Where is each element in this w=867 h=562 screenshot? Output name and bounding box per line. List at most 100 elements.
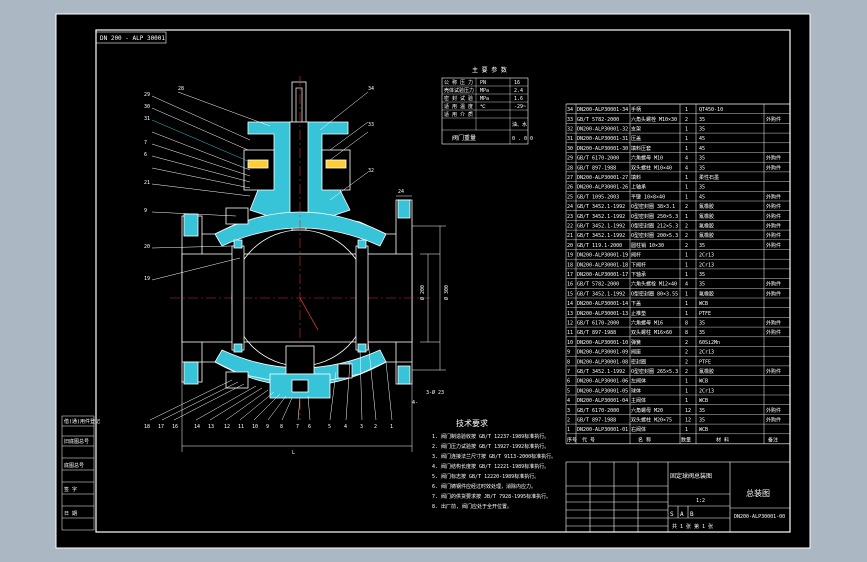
bom-cell-material: 35 <box>699 321 705 327</box>
bom-cell-note: 外购件 <box>766 232 781 239</box>
note-line: 5. 阀门标志按 GB/T 12220-1989标准执行。 <box>432 473 539 480</box>
dim-flange-width: 24 <box>398 189 404 195</box>
bom-cell-qty: 2 <box>685 224 688 230</box>
bom-cell-code: GB/T 3452.1-1992 <box>577 214 625 220</box>
bom-cell-no: 26 <box>567 185 573 191</box>
bom-cell-code: GB/T 3452.1-1992 <box>577 204 625 210</box>
bom-cell-code: GB/T 897-1988 <box>577 165 616 171</box>
bom-cell-name: 圆柱销 10×30 <box>631 242 664 249</box>
bom-cell-name: 上轴承 <box>631 184 646 191</box>
stamp-label: 旧底图总号 <box>64 438 89 445</box>
title-part-name: 固定球阀总装图 <box>670 472 712 480</box>
bom-cell-code: GB/T 3452.1-1992 <box>577 224 625 230</box>
bom-cell-no: 15 <box>567 291 573 297</box>
bom-cell-qty: 1 <box>685 311 688 317</box>
valve-assembly-drawing <box>170 76 446 452</box>
bom-cell-qty: 1 <box>685 272 688 278</box>
spec-row-value: 16 <box>514 80 520 86</box>
balloon-bottom: 10 <box>252 424 258 430</box>
bom-cell-code: GB/T 3452.1-1992 <box>577 369 625 375</box>
bom-cell-no: 25 <box>567 194 573 200</box>
bom-cell-material: 35 <box>699 418 705 424</box>
balloon-bottom: 13 <box>208 424 214 430</box>
balloon-bottom: 7 <box>296 424 299 430</box>
bom-cell-qty: 1 <box>685 175 688 181</box>
right-flange-bolt-top <box>397 199 411 219</box>
bom-cell-no: 9 <box>567 350 570 356</box>
body-upper-hatch <box>214 211 387 247</box>
bom-cell-material: PTFE <box>699 311 711 317</box>
stage-mark-a: A <box>680 511 684 518</box>
dim-inner-diameter: Ø 200 <box>419 285 426 300</box>
bom-cell-material: 氟橡胶 <box>699 290 714 297</box>
balloon-bottom: 11 <box>238 424 244 430</box>
spec-table-title: 主 要 参 数 <box>472 66 507 74</box>
notes-title: 技术要求 <box>456 418 488 428</box>
bom-cell-material: 2Cr13 <box>699 253 714 259</box>
dim-length-label: L <box>292 450 295 456</box>
spec-row-label: 公 称 压 力 <box>444 79 473 86</box>
bom-cell-no: 7 <box>567 369 570 375</box>
bom-cell-qty: 1 <box>685 262 688 268</box>
ball-radius-mark <box>299 297 319 331</box>
bom-cell-note: 外购件 <box>766 281 781 288</box>
dim-bolt-label: 3-Ø 23 <box>426 389 444 396</box>
bom-cell-name: 止推垫 <box>631 310 646 317</box>
bom-cell-code: DN200-ALP30001-01 <box>577 427 628 433</box>
bom-cell-material: 氟橡胶 <box>699 232 714 239</box>
balloon-32: 32 <box>368 168 374 174</box>
bom-cell-note: 外购件 <box>766 203 781 210</box>
bom-cell-name: 下盖 <box>631 300 641 307</box>
bom-cell-qty: 2 <box>685 350 688 356</box>
right-flange-bolt-bot <box>397 365 411 385</box>
bom-cell-no: 23 <box>567 214 573 220</box>
side-bolt-left <box>225 207 249 225</box>
bom-cell-name: O型密封圈 250×5.3 <box>631 213 678 220</box>
bom-header-note: 备注 <box>768 436 778 443</box>
bom-cell-note: 外购件 <box>766 116 781 123</box>
bom-cell-material: 35 <box>699 165 705 171</box>
bom-cell-qty: 1 <box>685 194 688 200</box>
bom-cell-qty: 2 <box>685 340 688 346</box>
bom-cell-code: GB/T 6170-2000 <box>577 321 619 327</box>
bom-cell-name: 双头螺柱 M16×60 <box>631 329 672 336</box>
bom-cell-qty: 2 <box>685 233 688 239</box>
bom-cell-material: 35 <box>699 156 705 162</box>
bom-cell-code: DN200-ALP30001-14 <box>577 301 628 307</box>
seal-ur <box>357 239 367 249</box>
bom-header-no: 序号 <box>567 436 577 443</box>
title-drawing-number: DN200-ALP30001-00 <box>734 514 785 520</box>
drawing-code-box <box>95 31 167 44</box>
bottom-balloon-labels: 18 17 16 14 13 12 11 10 9 8 7 6 5 4 3 2 … <box>144 424 393 430</box>
bom-cell-no: 8 <box>567 359 570 365</box>
stamp-label: 底图总号 <box>64 462 84 469</box>
bom-cell-code: DN200-ALP30001-17 <box>577 272 628 278</box>
bom-cell-code: GB/T 5782-2000 <box>577 117 619 123</box>
bom-cell-name: 下阀杆 <box>631 261 646 268</box>
dim-small-label: 4- <box>412 400 418 406</box>
drawing-code: DN 200 - ALP 30001 <box>100 35 165 42</box>
bom-cell-material: 35 <box>699 330 705 336</box>
balloon-31: 31 <box>144 116 150 122</box>
bom-cell-note: 外购件 <box>766 368 781 375</box>
bom-cell-material: 氟橡胶 <box>699 368 714 375</box>
balloon-bottom: 12 <box>224 424 230 430</box>
bom-cell-qty: 2 <box>685 243 688 249</box>
bom-cell-material: WCB <box>699 427 708 433</box>
balloon-bottom: 6 <box>308 424 311 430</box>
bom-cell-qty: 1 <box>685 136 688 142</box>
bom-cell-name: 左阀体 <box>631 378 646 385</box>
stage-mark-s: S <box>670 511 674 518</box>
spec-row-label: 密 封 试 验 <box>444 95 473 102</box>
bom-cell-no: 6 <box>567 379 570 385</box>
bom-cell-material: WCB <box>699 379 708 385</box>
bom-cell-material: 2Cr13 <box>699 262 714 268</box>
bom-header-material: 材 料 <box>716 436 729 443</box>
left-flange-bolt-top <box>183 213 199 237</box>
seal-ul <box>233 239 243 249</box>
bom-cell-note: 外购件 <box>766 164 781 171</box>
bom-cell-material: 氟橡胶 <box>699 203 714 210</box>
bom-cell-qty: 1 <box>685 253 688 259</box>
spec-row-value: 2.4 <box>514 88 523 94</box>
bom-cell-no: 4 <box>567 398 570 404</box>
